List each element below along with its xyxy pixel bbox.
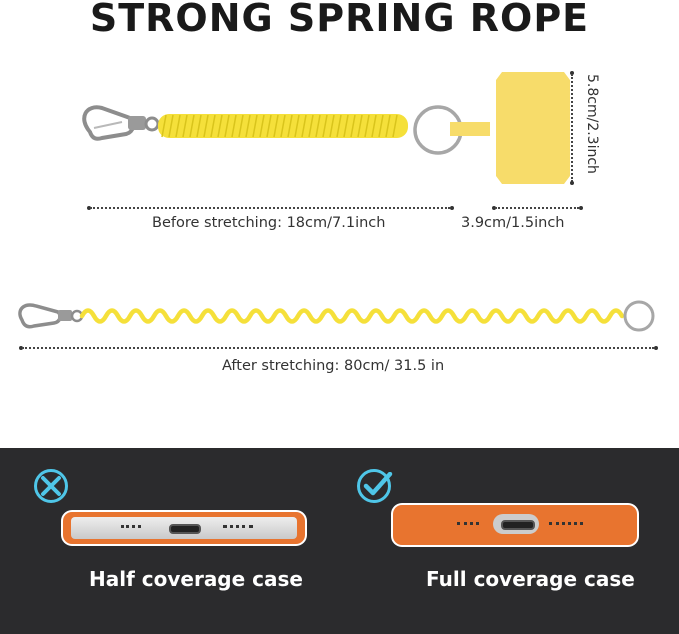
half-coverage-case-image: [63, 512, 305, 544]
tab-width-text: 3.9cm/1.5inch: [461, 215, 565, 231]
full-coverage-label: Full coverage case: [426, 567, 635, 591]
after-stretch-text: After stretching: 80cm/ 31.5 in: [222, 358, 445, 374]
coiled-rope-image: [82, 72, 570, 184]
cross-check-icon: [34, 469, 68, 503]
height-dimension-text: 5.8cm/2.3inch: [584, 74, 600, 174]
full-coverage-case-image: [393, 505, 637, 545]
before-stretch-text: Before stretching: 18cm/7.1inch: [152, 215, 386, 231]
split-ring-icon: [623, 300, 655, 332]
height-dimension-line: [571, 74, 573, 182]
carabiner-clip-icon: [18, 303, 84, 329]
tab-width-dimension-line: [495, 207, 579, 209]
stretched-rope-image: [18, 300, 655, 332]
check-icon: [357, 469, 393, 503]
carabiner-clip-icon: [82, 105, 160, 141]
before-stretch-dimension-line: [90, 207, 450, 209]
phone-tether-tab: [496, 72, 570, 184]
after-stretch-dimension-line: [22, 347, 654, 349]
page-title: STRONG SPRING ROPE: [89, 0, 590, 40]
half-coverage-label: Half coverage case: [89, 567, 303, 591]
